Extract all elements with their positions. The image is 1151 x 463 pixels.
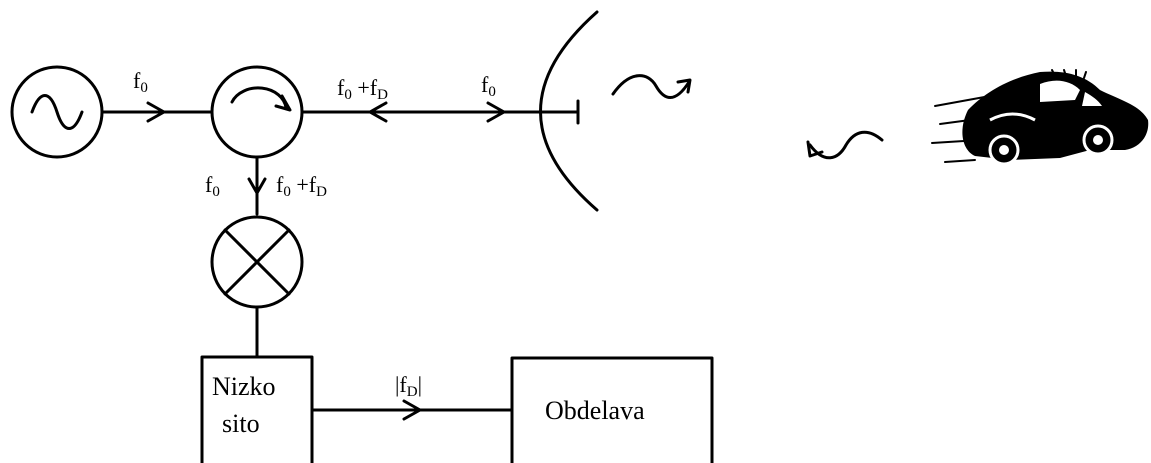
osc-out-label: f0 <box>133 68 148 96</box>
lowpass-filter-block: Nizko sito <box>200 355 314 463</box>
tx-arrow <box>486 101 506 123</box>
wave-icon <box>806 130 884 160</box>
processing-block: Obdelava <box>510 356 714 463</box>
sine-oscillator-icon <box>10 65 104 159</box>
car-icon <box>931 69 1149 166</box>
osc-to-circulator-arrow <box>146 101 166 123</box>
lpf-out-label: |fD| <box>395 372 422 400</box>
return-arrow <box>368 101 388 123</box>
circulator-to-mixer-arrow <box>247 177 267 195</box>
circulator-icon <box>210 65 304 159</box>
lowpass-label-line2: sito <box>222 409 260 438</box>
processing-label: Obdelava <box>545 396 645 425</box>
dish-antenna-icon <box>539 10 599 212</box>
mixer-icon <box>210 215 304 309</box>
lowpass-label-line1: Nizko <box>212 372 276 401</box>
lowpass-to-processing-arrow <box>402 399 422 421</box>
mixer-in-right-label: f0 +fD <box>276 172 327 200</box>
return-freq-label: f0 +fD <box>337 75 388 103</box>
tx-freq-label: f0 <box>481 72 496 100</box>
wave-icon <box>611 74 692 99</box>
mixer-in-left-label: f0 <box>205 172 220 200</box>
